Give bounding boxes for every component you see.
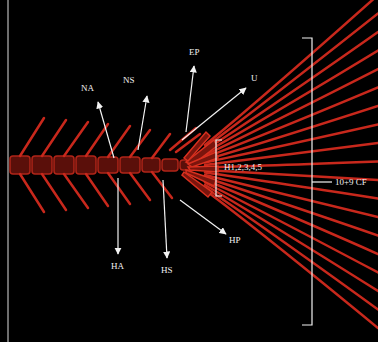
- part-label: HS: [161, 265, 173, 275]
- part-label: HA: [111, 261, 124, 271]
- part-label: HP: [229, 235, 241, 245]
- part-label: NA: [81, 83, 94, 93]
- part-label: EP: [189, 47, 200, 57]
- callout-label: 10+9 CF: [335, 177, 367, 187]
- part-label: U: [251, 73, 258, 83]
- part-label: NS: [123, 75, 135, 85]
- callout-label: H1,2,3,4,5: [224, 162, 262, 172]
